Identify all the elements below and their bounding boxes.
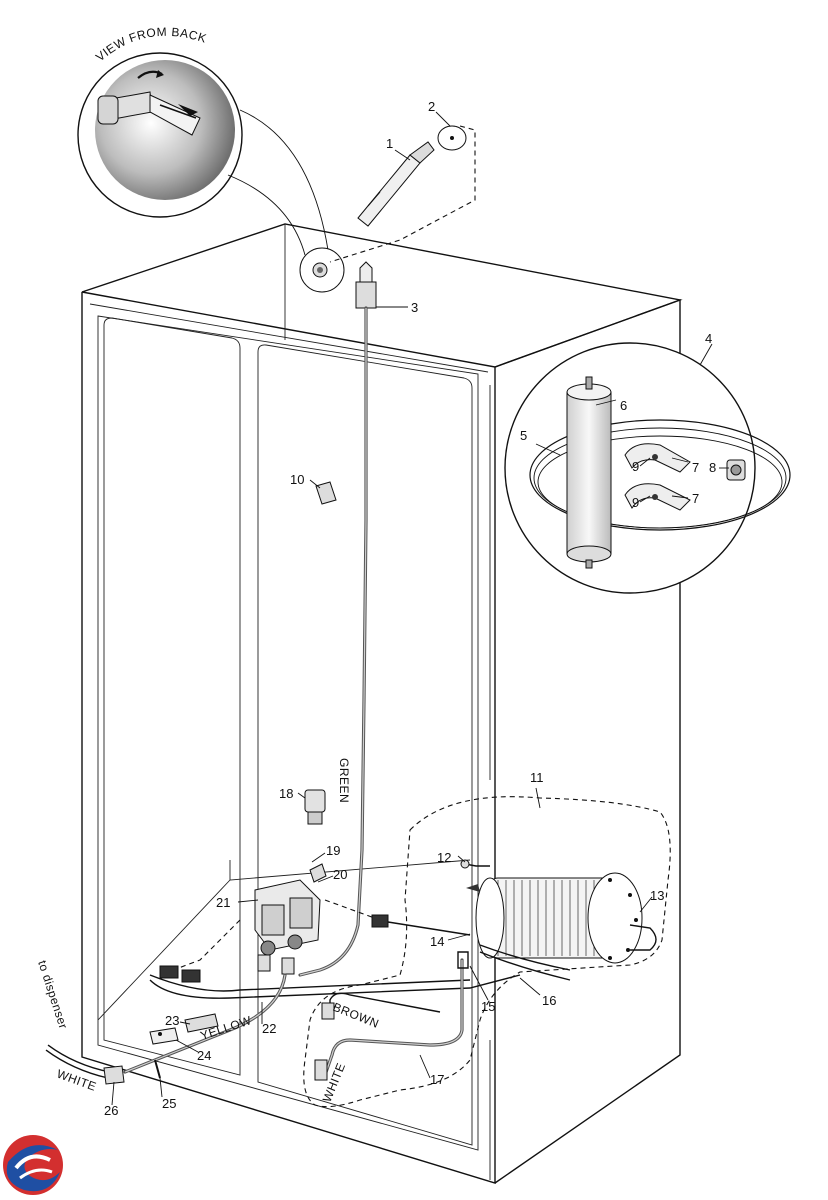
to-dispenser-label: to dispenser	[35, 959, 70, 1031]
filter-assembly-inset	[504, 342, 791, 594]
white-label-dispenser: WHITE	[55, 1067, 98, 1094]
green-label: GREEN	[337, 758, 351, 803]
icemaker-area-outline	[303, 796, 671, 1108]
callout-1: 1	[386, 136, 393, 151]
callout-20: 20	[333, 867, 347, 882]
callout-2: 2	[428, 99, 435, 114]
wire-harness	[149, 914, 521, 999]
callout-22: 22	[262, 1021, 276, 1036]
cabinet	[81, 223, 683, 1184]
callout-6: 6	[620, 398, 627, 413]
callout-9b: 9	[632, 495, 639, 510]
callout-23: 23	[165, 1013, 179, 1028]
callout-4: 4	[705, 331, 712, 346]
callout-labels: 1 2 3 4 5 6 7 7 8 9 9 10 11 12 13 14 15 …	[104, 99, 716, 1118]
callout-8: 8	[709, 460, 716, 475]
callout-21: 21	[216, 895, 230, 910]
leader-lines	[111, 111, 729, 1106]
callout-18: 18	[279, 786, 293, 801]
callout-7a: 7	[692, 460, 699, 475]
callout-26: 26	[104, 1103, 118, 1118]
callout-7b: 7	[692, 491, 699, 506]
brand-logo-icon	[3, 1135, 63, 1195]
callout-15: 15	[481, 999, 495, 1014]
callout-13: 13	[650, 888, 664, 903]
callout-17: 17	[430, 1072, 444, 1087]
callout-9a: 9	[632, 459, 639, 474]
callout-12: 12	[437, 850, 451, 865]
callout-16: 16	[542, 993, 556, 1008]
callout-25: 25	[162, 1096, 176, 1111]
top-fitting	[355, 261, 377, 309]
callout-11: 11	[530, 770, 544, 785]
callout-5: 5	[520, 428, 527, 443]
inlet-fitting	[329, 125, 476, 263]
callout-3: 3	[411, 300, 418, 315]
tube-clip	[315, 481, 337, 505]
fitting-18	[304, 789, 326, 825]
dispenser-tube	[47, 1044, 111, 1073]
callout-14: 14	[430, 934, 444, 949]
callout-19: 19	[326, 843, 340, 858]
callout-24: 24	[197, 1048, 211, 1063]
water-valve	[159, 863, 381, 976]
view-from-back-inset	[77, 52, 345, 293]
heater-coil	[466, 872, 657, 964]
brown-label: BROWN	[331, 1000, 381, 1031]
bracket-23-24	[149, 1013, 219, 1079]
callout-10: 10	[290, 472, 304, 487]
